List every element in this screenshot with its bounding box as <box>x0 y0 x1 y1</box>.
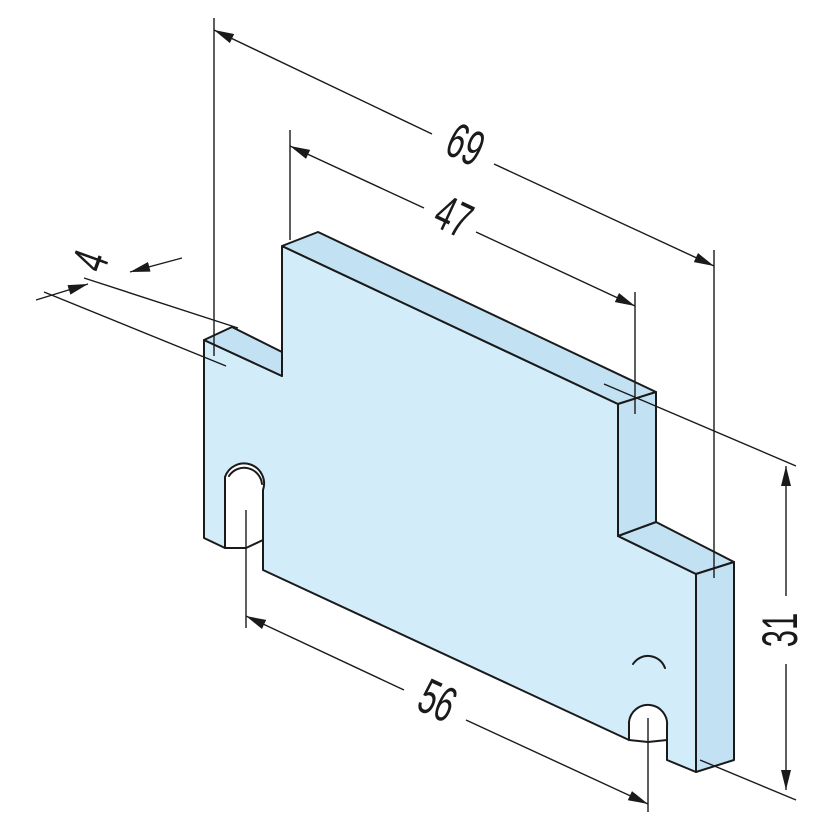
dim-line-top-a <box>289 145 425 209</box>
dimension-lines <box>35 29 791 805</box>
dim-line-slots-b <box>465 719 649 805</box>
plate-side-upper <box>617 391 657 537</box>
slot-left-inner-edge <box>224 476 264 549</box>
dim-line-slots-a <box>245 615 405 691</box>
dim-line-thickness-b <box>129 257 183 273</box>
plate-top-left <box>203 326 283 377</box>
slot-right-inner-edge <box>628 721 668 743</box>
dim-label-top: 47 <box>426 183 481 249</box>
plate-side-lower <box>695 561 735 773</box>
dim-label-slots: 56 <box>410 667 465 733</box>
dim-line-top-b <box>475 231 636 307</box>
dim-label-thickness: 4 <box>61 243 120 279</box>
dim-label-height: 31 <box>752 613 808 647</box>
dim-line-thickness-a <box>35 283 89 301</box>
plate-part <box>203 231 735 773</box>
slot-left-back-edge <box>228 466 263 485</box>
dim-line-overall-a <box>213 29 433 135</box>
extension-lines <box>43 18 797 812</box>
dim-label-overall: 69 <box>438 111 493 177</box>
slot-right-back-edge <box>632 654 666 669</box>
dim-line-overall-b <box>493 163 715 267</box>
